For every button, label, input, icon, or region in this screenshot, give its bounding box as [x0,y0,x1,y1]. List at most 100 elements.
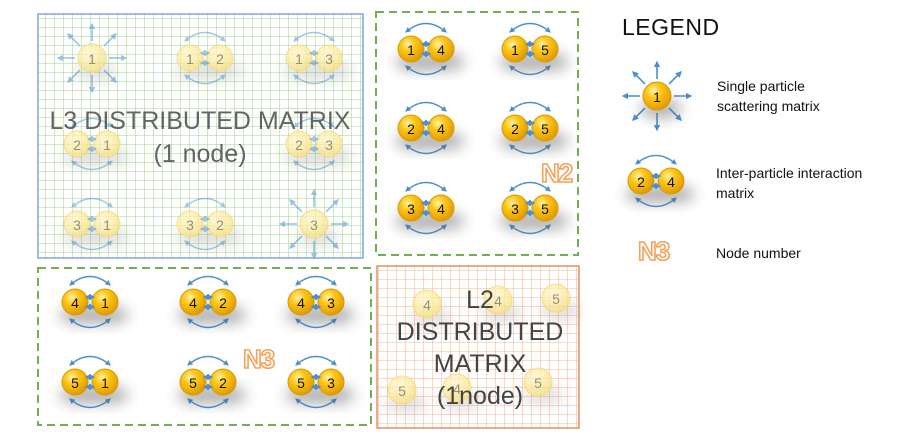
n2-node-box [375,11,579,256]
particle-label: 3 [407,201,415,217]
arc-arrow-top [184,197,226,208]
particle-label: 3 [327,295,335,311]
particle-ball [176,44,204,72]
particle-ball [93,210,121,238]
legend-single-text: Single particle scattering matrix [717,78,820,114]
arc-arrow-top [71,197,113,208]
l2-faded-particle: 5 [539,283,581,321]
particle-label: 2 [216,217,224,233]
particle-ball [179,288,207,316]
particle-left: 4 [177,288,217,325]
particle-ball [523,367,553,397]
particle-ball [657,167,685,195]
particle-right: 1 [91,210,131,247]
particle-right: 2 [204,210,244,247]
particle-ball [315,44,343,72]
l3-subtitle-line: (1 node) [153,140,247,168]
particle-label: 2 [73,137,81,153]
l2-title-line3: MATRIX [433,350,527,378]
particle-ball [299,209,329,239]
arc-arrow-top [405,181,447,192]
particle-left: 2 [625,167,665,204]
particle-right: 2 [207,368,247,405]
particle-label: 1 [511,42,519,58]
legend-title: LEGEND [622,14,720,40]
arc-arrow-top [509,181,551,192]
arc-arrow-top [69,275,111,286]
l3-title: L3 DISTRIBUTED MATRIX (1 node) [40,105,360,171]
particle-ball [63,130,91,158]
scatter-particle: 1 [75,43,117,81]
particle-left: 4 [285,288,325,325]
particle-label: 1 [88,51,96,67]
arc-arrow-top [405,101,447,112]
arc-arrow-top [509,101,551,112]
l2-title-line2: DISTRIBUTED [396,318,564,346]
particle-label: 3 [186,217,194,233]
particle-label: 2 [511,121,519,137]
particle-label: 1 [103,137,111,153]
particle-ball [61,288,89,316]
particle-right: 1 [89,288,129,325]
particle-ball [531,35,559,63]
particle-left: 2 [499,114,539,151]
particle-left: 3 [61,210,101,247]
particle-ball [176,210,204,238]
particle-label: 2 [295,137,303,153]
scatter-particle: 3 [297,209,339,247]
particle-right: 4 [425,114,465,151]
particle-label: 5 [189,375,197,391]
l2-faded-particle: 4 [481,285,523,323]
particle-ball [442,373,472,403]
particle-left: 1 [174,44,214,81]
particle-label: 4 [71,295,79,311]
particle-ball [397,35,425,63]
n3-node-tag: N3 [242,343,276,375]
n2-node-tag: N2 [540,157,574,189]
legend-pair-text: Inter-particle interaction matrix [716,165,863,201]
particle-ball [285,130,313,158]
particle-label: 3 [73,217,81,233]
arc-arrow-top [293,31,335,42]
particle-label: 5 [71,375,79,391]
particle-right: 5 [529,194,569,231]
particle-ball [541,283,571,313]
particle-ball [285,44,313,72]
particle-left: 3 [395,194,435,231]
particle-label: 4 [437,42,445,58]
particle-left: 5 [59,368,99,405]
particle-right: 3 [313,44,353,81]
particle-label: 4 [453,381,461,397]
l3-title-line: L3 DISTRIBUTED MATRIX [49,107,351,135]
arrow [632,71,646,85]
particle-right: 4 [425,35,465,72]
particle-label: 3 [511,201,519,217]
particle-right: 5 [529,35,569,72]
particle-right: 1 [89,368,129,405]
l2-faded-particle: 5 [385,375,427,413]
particle-left: 1 [499,35,539,72]
particle-label: 1 [295,51,303,67]
particle-label: 4 [297,295,305,311]
l2-title-line1: L2 [466,286,494,314]
particle-label: 5 [552,291,560,307]
arc-arrow-top [635,154,677,165]
particle-ball [427,35,455,63]
particle-right: 1 [91,130,131,167]
particle-label: 4 [667,174,675,190]
